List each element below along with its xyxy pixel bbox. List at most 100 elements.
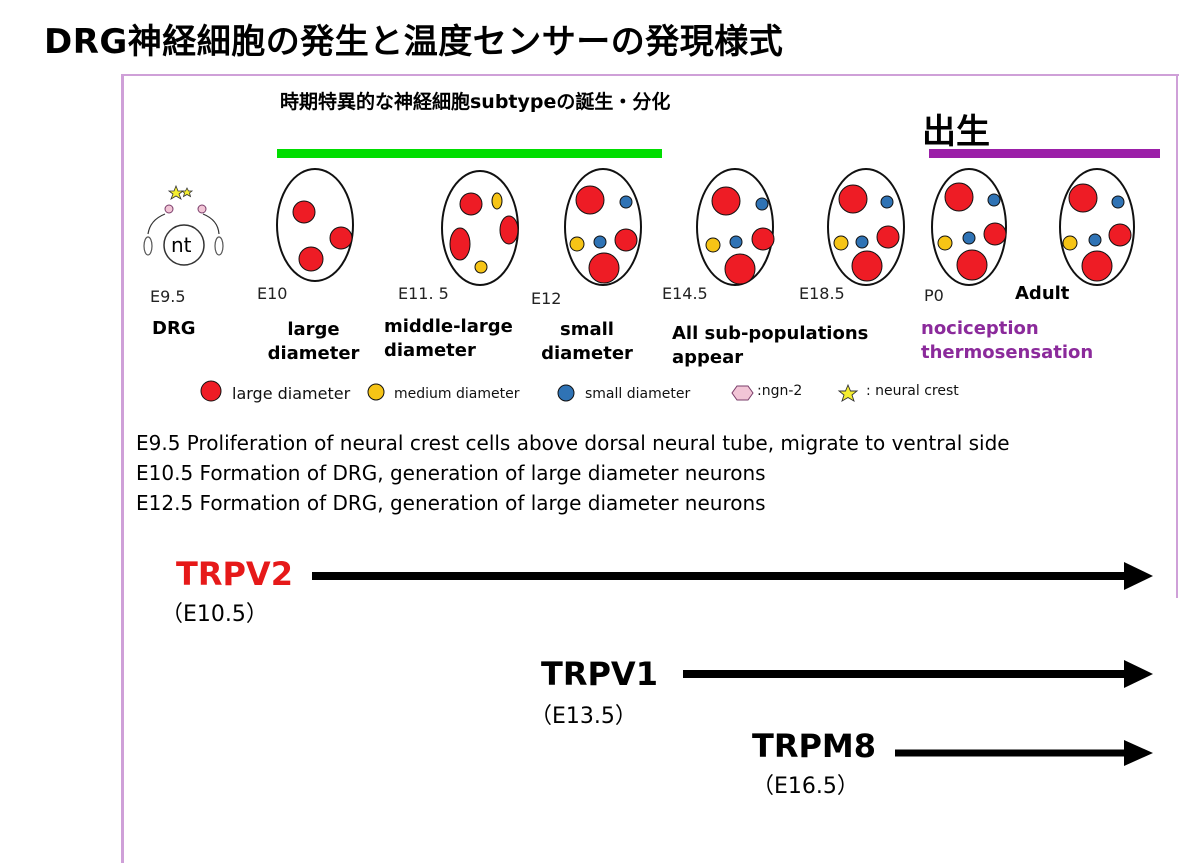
trpm8-arrowhead	[1124, 740, 1153, 766]
stage-description: All sub-populations appear	[672, 323, 869, 368]
birth-label: 出生	[922, 112, 990, 152]
legend-medium-label: medium diameter	[394, 386, 520, 402]
large-neuron	[851, 250, 883, 282]
page-title: DRG神経細胞の発生と温度センサーの発現様式	[44, 22, 784, 62]
stage-label: E14.5	[662, 284, 708, 303]
small-neuron	[755, 197, 769, 211]
medium-neuron	[491, 192, 503, 210]
large-neuron	[711, 186, 741, 216]
legend-ngn2-label: :ngn-2	[757, 383, 803, 399]
legend-ngn2-icon	[731, 385, 754, 401]
gene-trpm8-label: TRPM8	[752, 727, 877, 765]
drg-ellipse-1	[441, 170, 519, 286]
large-neuron	[449, 227, 471, 261]
large-neuron	[614, 228, 638, 252]
stage-description: middle-large diameter	[384, 316, 513, 361]
stage-label: P0	[924, 286, 944, 305]
medium-neuron	[937, 235, 953, 251]
gene-trpv2-onset: （E10.5）	[161, 602, 268, 627]
stage-label: E10	[257, 284, 288, 303]
large-neuron	[944, 182, 974, 212]
neural-tube-circle	[163, 224, 205, 266]
stage-label: Adult	[1015, 283, 1070, 304]
small-neuron	[987, 193, 1001, 207]
small-neuron	[593, 235, 607, 249]
ngn2-marker-left	[164, 204, 174, 214]
large-neuron	[588, 252, 620, 284]
small-neuron	[729, 235, 743, 249]
gene-trpm8-onset: （E16.5）	[752, 774, 859, 799]
legend-neural-crest-label: : neural crest	[866, 383, 959, 399]
stage-label: E11. 5	[398, 284, 449, 303]
development-note: E12.5 Formation of DRG, generation of la…	[136, 491, 766, 515]
legend-small-label: small diameter	[585, 386, 691, 402]
drg-right-cell	[214, 236, 224, 256]
stage-label: E9.5	[150, 287, 186, 306]
frame-left-border	[121, 74, 124, 863]
drg-ellipse-6	[1059, 168, 1135, 286]
differentiation-period-bar	[277, 149, 662, 158]
trpv1-arrowhead	[1124, 660, 1153, 688]
drg-ellipse-5	[931, 168, 1007, 286]
nt-label: nt	[171, 233, 192, 257]
drg-ellipse-0	[276, 168, 354, 282]
legend-medium-icon	[367, 383, 385, 401]
development-note: E9.5 Proliferation of neural crest cells…	[136, 431, 1010, 455]
legend-small-icon	[557, 384, 575, 402]
drg-ellipse-4	[827, 168, 905, 286]
large-neuron	[292, 200, 316, 224]
medium-neuron	[833, 235, 849, 251]
large-neuron	[1068, 183, 1098, 213]
migration-arrow-right	[202, 213, 220, 235]
large-neuron	[956, 249, 988, 281]
stage-label: E18.5	[799, 284, 845, 303]
drg-outline	[276, 168, 354, 282]
trpv2-arrowhead	[1124, 562, 1153, 590]
small-neuron	[962, 231, 976, 245]
large-neuron	[459, 192, 483, 216]
legend-neural-crest-star-icon	[837, 383, 859, 402]
large-neuron	[724, 253, 756, 285]
large-neuron	[838, 184, 868, 214]
postnatal-period-bar	[929, 149, 1160, 158]
small-neuron	[1111, 195, 1125, 209]
large-neuron	[575, 185, 605, 215]
legend-large-label: large diameter	[232, 384, 351, 403]
stage-description: large diameter	[267, 319, 360, 364]
large-neuron	[499, 215, 519, 245]
drg-ellipse-group	[276, 168, 1135, 286]
medium-neuron	[1062, 235, 1078, 251]
stage-description: nociception thermosensation	[921, 318, 1094, 363]
neural-crest-star-icon	[180, 187, 194, 198]
neural-tube-schematic	[143, 184, 224, 266]
large-neuron	[298, 246, 324, 272]
medium-neuron	[569, 236, 585, 252]
stage-description: DRG	[152, 318, 196, 339]
gene-trpv2-label: TRPV2	[176, 555, 293, 593]
gene-trpv1-onset: （E13.5）	[530, 704, 637, 729]
frame-top-border	[122, 74, 1179, 76]
stage-description: small diameter	[541, 319, 633, 364]
large-neuron	[1081, 250, 1113, 282]
small-neuron	[855, 235, 869, 249]
neural-crest-star-icon	[167, 184, 185, 200]
drg-ellipse-3	[696, 168, 775, 286]
gene-trpv1-label: TRPV1	[541, 655, 658, 693]
small-neuron	[880, 195, 894, 209]
medium-neuron	[705, 237, 721, 253]
subtype-label: 時期特異的な神経細胞subtypeの誕生・分化	[280, 91, 671, 113]
development-note: E10.5 Formation of DRG, generation of la…	[136, 461, 766, 485]
medium-neuron	[474, 260, 488, 274]
large-neuron	[876, 225, 900, 249]
small-neuron	[1088, 233, 1102, 247]
stage-label: E12	[531, 289, 562, 308]
migration-arrow-left	[147, 213, 166, 235]
legend-icons	[200, 380, 859, 402]
large-neuron	[983, 222, 1007, 246]
large-neuron	[329, 226, 353, 250]
small-neuron	[619, 195, 633, 209]
large-neuron	[1108, 223, 1132, 247]
drg-ellipse-2	[564, 168, 642, 286]
frame-right-border	[1176, 74, 1178, 598]
